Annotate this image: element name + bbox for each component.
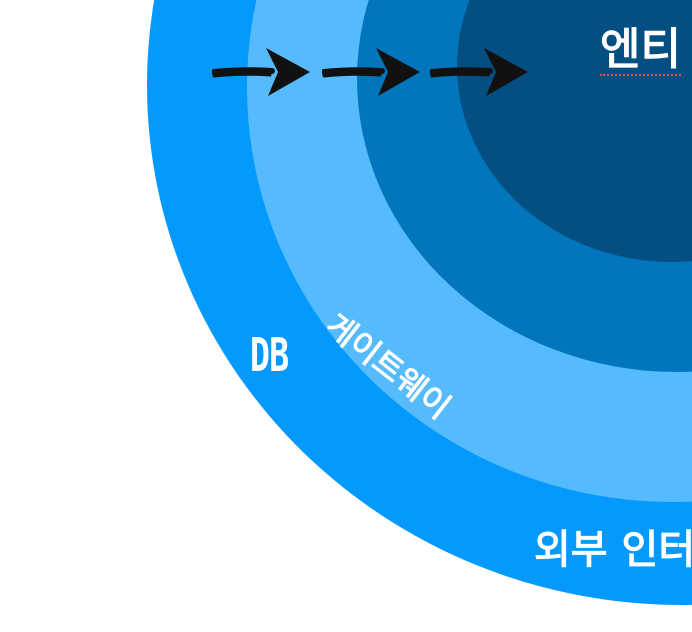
arrow-icon <box>430 48 528 96</box>
arrow-icon <box>322 48 420 96</box>
side-label-db: DB <box>250 328 289 382</box>
layer-label-entity: 엔티 <box>600 24 681 76</box>
layer-label-external: 외부 인터 <box>534 527 692 573</box>
arrow-icon <box>212 48 310 96</box>
